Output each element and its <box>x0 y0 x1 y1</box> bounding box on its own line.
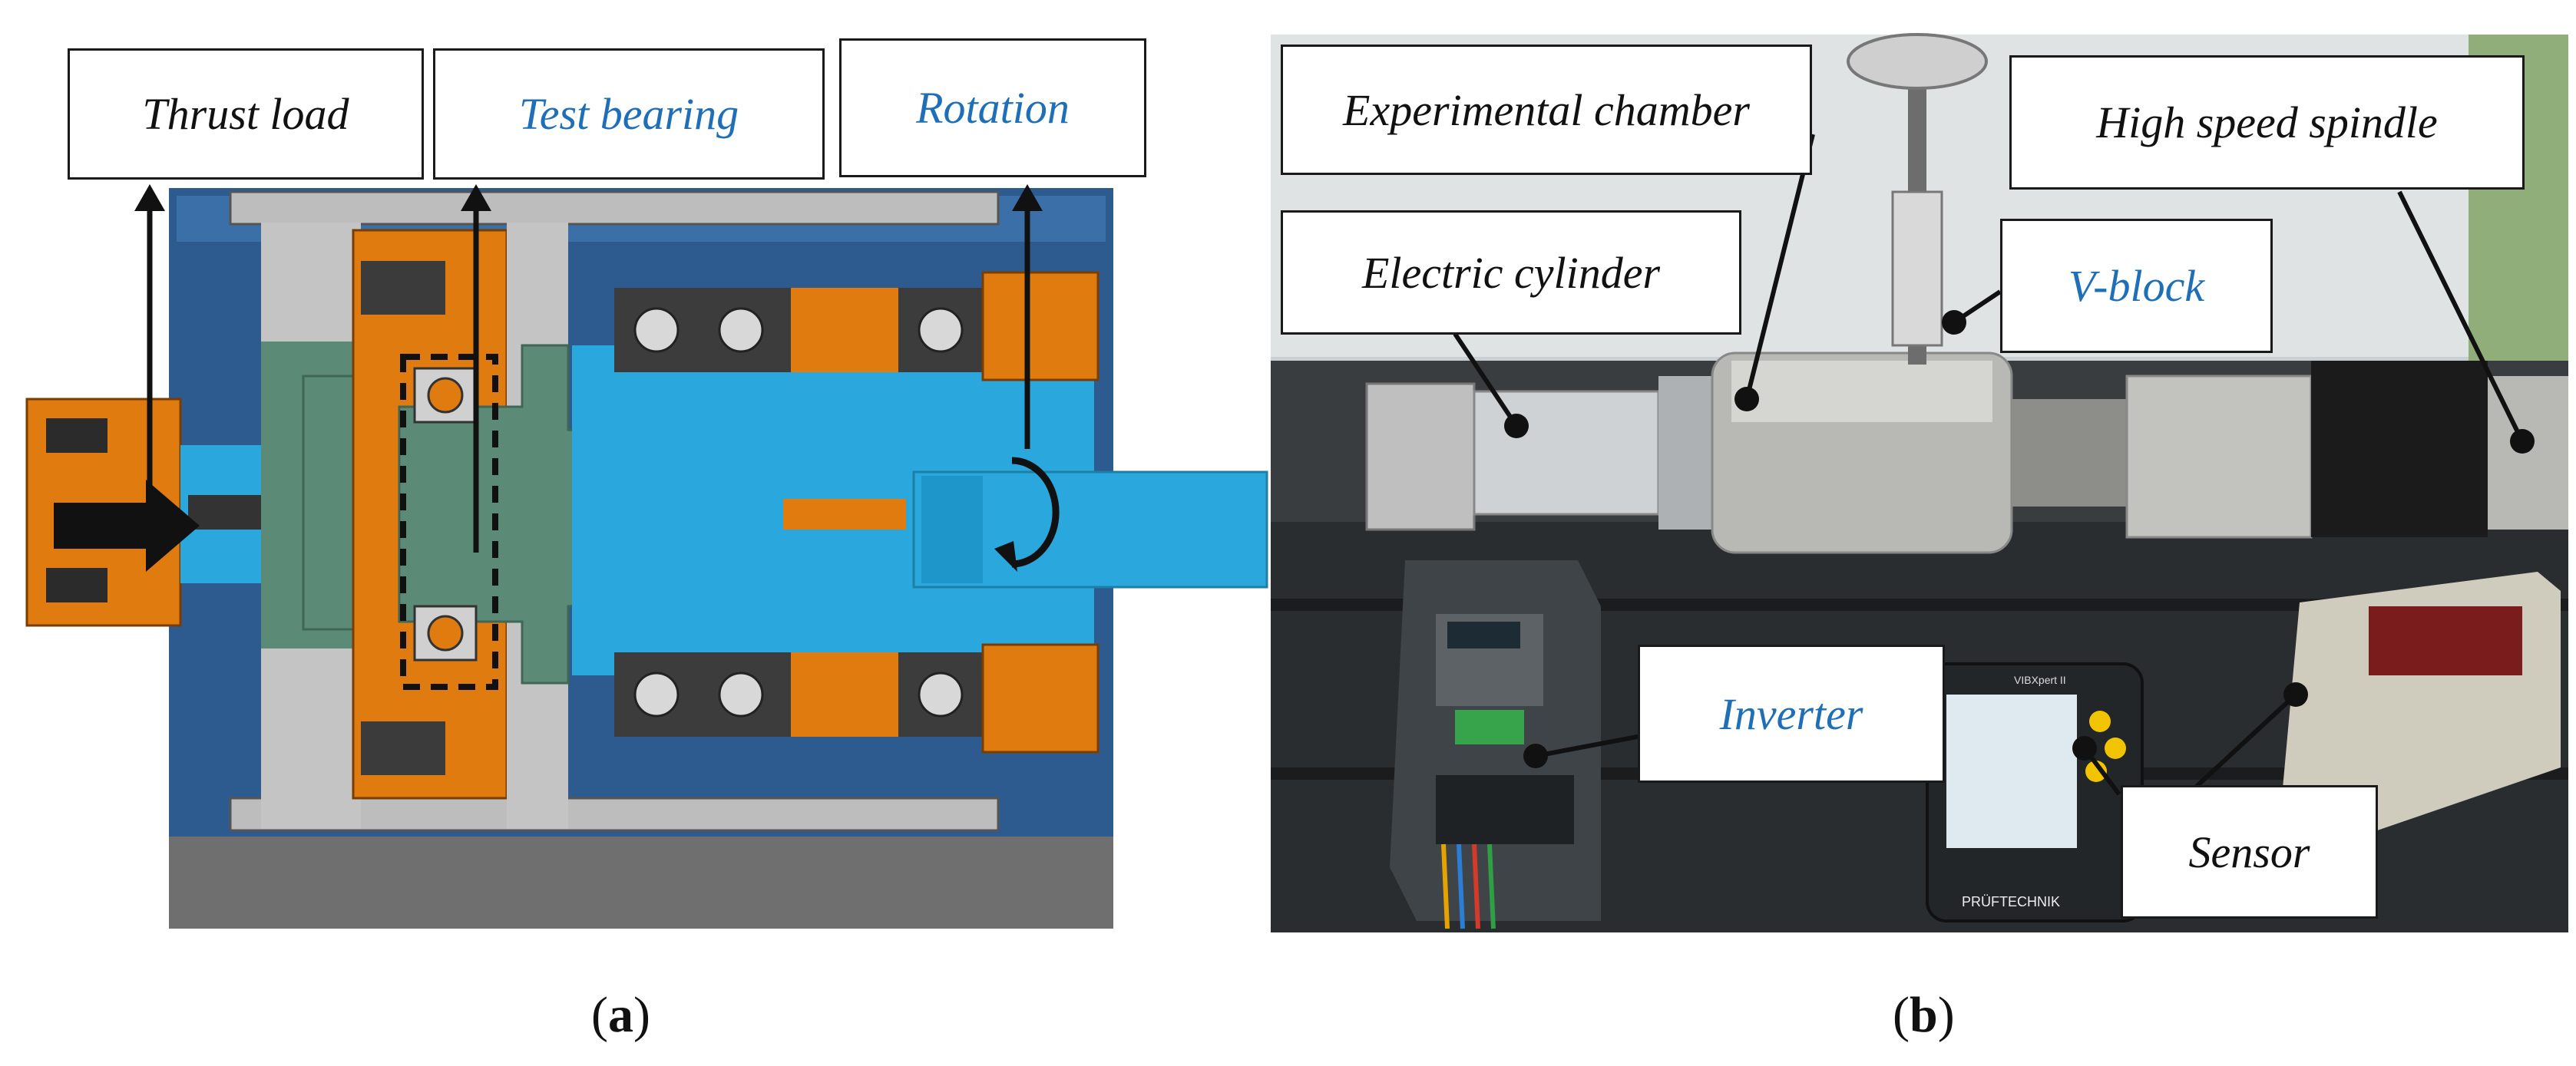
caption-b: (b) <box>1893 987 1955 1043</box>
label-v-block: V-block <box>2000 219 2273 353</box>
bearing-cross-section-drawing <box>25 184 1268 929</box>
label-sensor: Sensor <box>2121 785 2378 919</box>
label-electric-cylinder: Electric cylinder <box>1281 210 1741 335</box>
sensor-brand-text: PRÜFTECHNIK <box>1962 894 2061 909</box>
label-thrust-load: Thrust load <box>68 48 424 180</box>
label-inverter: Inverter <box>1638 645 1945 783</box>
test-rig-photo <box>1271 33 2568 932</box>
panel-a: Thrust load Test bearing Rotation (a) <box>0 0 1275 1066</box>
caption-a: (a) <box>591 987 650 1043</box>
label-rotation: Rotation <box>839 38 1146 177</box>
label-experimental-chamber: Experimental chamber <box>1281 45 1812 175</box>
sensor-model-text: VIBXpert II <box>2014 674 2066 686</box>
panel-b: VIBXpert II PRÜFTECHNIK Experimental cha… <box>1271 0 2576 1066</box>
label-high-speed-spindle: High speed spindle <box>2009 55 2525 190</box>
label-test-bearing: Test bearing <box>433 48 825 180</box>
